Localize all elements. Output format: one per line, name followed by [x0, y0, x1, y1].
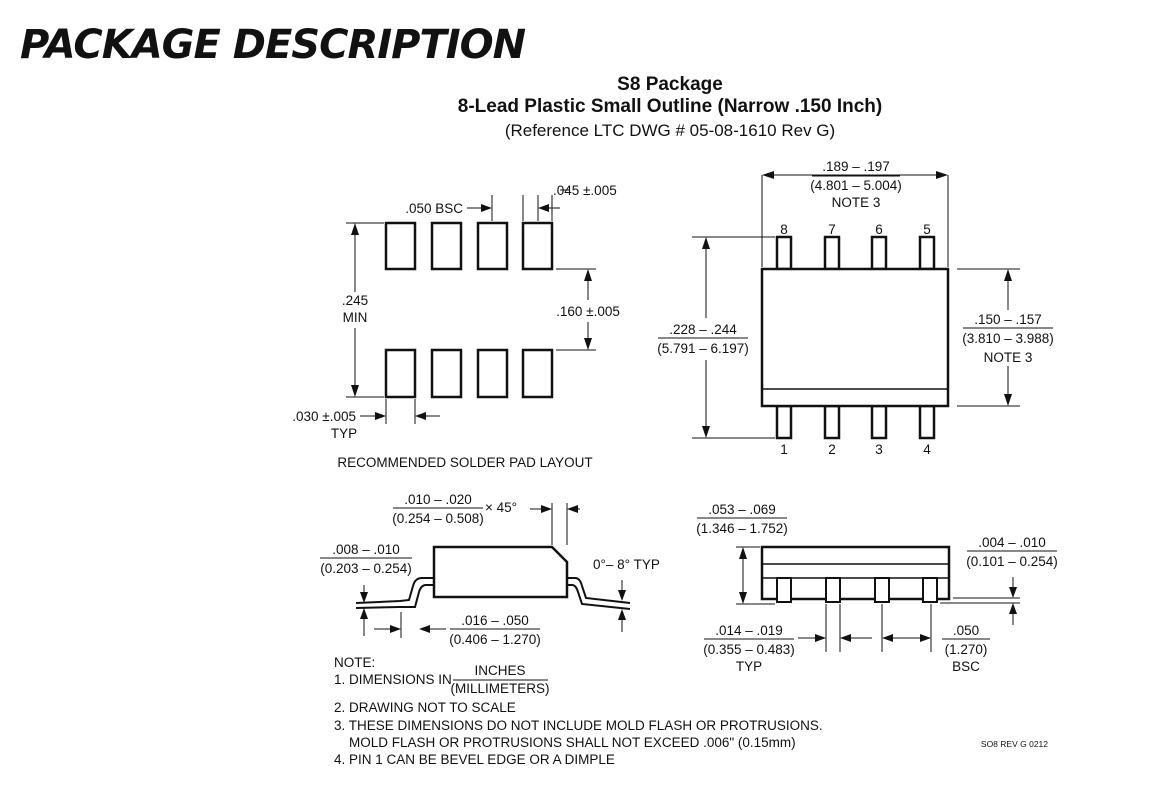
pad-pitch-label: .050 BSC — [405, 201, 463, 216]
note-2: 2. DRAWING NOT TO SCALE — [334, 700, 516, 715]
end-view: .053 – .069 (1.346 – 1.752) .004 – .010 … — [696, 502, 1058, 674]
bevel-mm: (0.254 – 0.508) — [392, 511, 484, 526]
note-1-denominator: (MILLIMETERS) — [450, 681, 549, 696]
note-1: 1. DIMENSIONS IN — [334, 672, 452, 687]
lead-width-inch: .014 – .019 — [715, 623, 783, 638]
standoff-mm: (0.101 – 0.254) — [966, 554, 1058, 569]
standoff-inch: .004 – .010 — [978, 535, 1046, 550]
page-title: PACKAGE DESCRIPTION — [20, 22, 526, 68]
lead-thickness-mm: (0.203 – 0.254) — [320, 561, 412, 576]
package-reference: (Reference LTC DWG # 05-08-1610 Rev G) — [504, 121, 836, 140]
body-length-mm: (4.801 – 5.004) — [810, 178, 902, 193]
solder-pad — [384, 348, 417, 399]
lead-thickness-inch: .008 – .010 — [332, 542, 400, 557]
pin — [870, 404, 888, 440]
pin — [823, 235, 841, 271]
notes: NOTE: 1. DIMENSIONS IN INCHES (MILLIMETE… — [334, 655, 1048, 767]
pin — [775, 404, 793, 440]
solder-pad — [521, 221, 554, 271]
pin-label: 3 — [875, 442, 883, 457]
note-1-numerator: INCHES — [474, 663, 525, 678]
pin-label: 4 — [923, 442, 931, 457]
note-3-continued: MOLD FLASH OR PROTRUSIONS SHALL NOT EXCE… — [349, 735, 796, 750]
bevel-inch: .010 – .020 — [404, 492, 472, 507]
pad-width-label: .045 ±.005 — [553, 183, 617, 198]
pins-top — [775, 235, 936, 271]
body-width-mm: (3.810 – 3.988) — [962, 331, 1054, 346]
lead-width-mm: (0.355 – 0.483) — [703, 642, 795, 657]
pin-label: 1 — [780, 442, 788, 457]
lead-angle-label: 0°– 8° TYP — [593, 557, 660, 572]
pin-label: 7 — [828, 222, 836, 237]
lead-pitch-inch: .050 — [953, 623, 979, 638]
bevel-angle: × 45° — [485, 500, 517, 515]
pin — [918, 235, 936, 271]
pin — [870, 235, 888, 271]
solder-pad — [430, 221, 463, 271]
foot-length-mm: (0.406 – 1.270) — [449, 632, 541, 647]
overall-width-mm: (5.791 – 6.197) — [657, 341, 749, 356]
note-3: 3. THESE DIMENSIONS DO NOT INCLUDE MOLD … — [334, 718, 823, 733]
pin-label: 5 — [923, 222, 931, 237]
solder-pad-caption: RECOMMENDED SOLDER PAD LAYOUT — [337, 455, 592, 470]
solder-pad — [384, 221, 417, 271]
solder-pad — [476, 348, 509, 399]
package-name: S8 Package — [617, 74, 723, 95]
lead-width-typ: TYP — [736, 659, 762, 674]
end-lead — [874, 577, 890, 603]
package-description: 8-Lead Plastic Small Outline (Narrow .15… — [457, 96, 883, 117]
solder-pad — [430, 348, 463, 399]
lead-pitch-mm: (1.270) — [945, 642, 988, 657]
pin-label: 2 — [828, 442, 836, 457]
side-body — [432, 545, 569, 599]
pad-span-label: .245 — [342, 293, 368, 308]
pad-length-label: .160 ±.005 — [556, 304, 620, 319]
notes-heading: NOTE: — [334, 655, 375, 670]
pin — [918, 404, 936, 440]
end-lead — [776, 577, 792, 603]
solder-pad — [476, 221, 509, 271]
height-mm: (1.346 – 1.752) — [696, 521, 788, 536]
side-view: .010 – .020 (0.254 – 0.508) × 45° .008 –… — [320, 492, 660, 647]
solder-pad — [521, 348, 554, 399]
end-lead — [922, 577, 938, 603]
pin-label: 6 — [875, 222, 883, 237]
solder-pad-layout: .245 MIN .050 BSC .045 ±.005 .160 ±.005 … — [292, 183, 620, 470]
body-length-note: NOTE 3 — [832, 195, 881, 210]
solder-pads-top — [384, 221, 554, 271]
body-length-inch: .189 – .197 — [822, 159, 890, 174]
pin-label: 8 — [780, 222, 788, 237]
body-width-inch: .150 – .157 — [974, 312, 1042, 327]
pad-gap-typ-label: TYP — [331, 426, 357, 441]
pin — [823, 404, 841, 440]
pin — [775, 235, 793, 271]
package-body — [760, 267, 950, 408]
lead-pitch-bsc: BSC — [952, 659, 980, 674]
note-4: 4. PIN 1 CAN BE BEVEL EDGE OR A DIMPLE — [334, 752, 615, 767]
solder-pads-bottom — [384, 348, 554, 399]
end-lead — [825, 577, 841, 603]
pad-span-min-label: MIN — [343, 310, 368, 325]
overall-width-inch: .228 – .244 — [669, 322, 737, 337]
top-view: 8 7 6 5 1 2 3 4 .189 – .197 (4.801 – 5.0… — [657, 159, 1054, 457]
drawing-code: SO8 REV G 0212 — [981, 739, 1048, 749]
pad-gap-label: .030 ±.005 — [292, 409, 356, 424]
pins-bottom — [775, 404, 936, 440]
height-inch: .053 – .069 — [708, 502, 776, 517]
foot-length-inch: .016 – .050 — [461, 613, 529, 628]
lead-right — [567, 577, 631, 604]
end-body — [760, 545, 951, 601]
lead-left — [355, 577, 434, 604]
body-width-note: NOTE 3 — [984, 350, 1033, 365]
